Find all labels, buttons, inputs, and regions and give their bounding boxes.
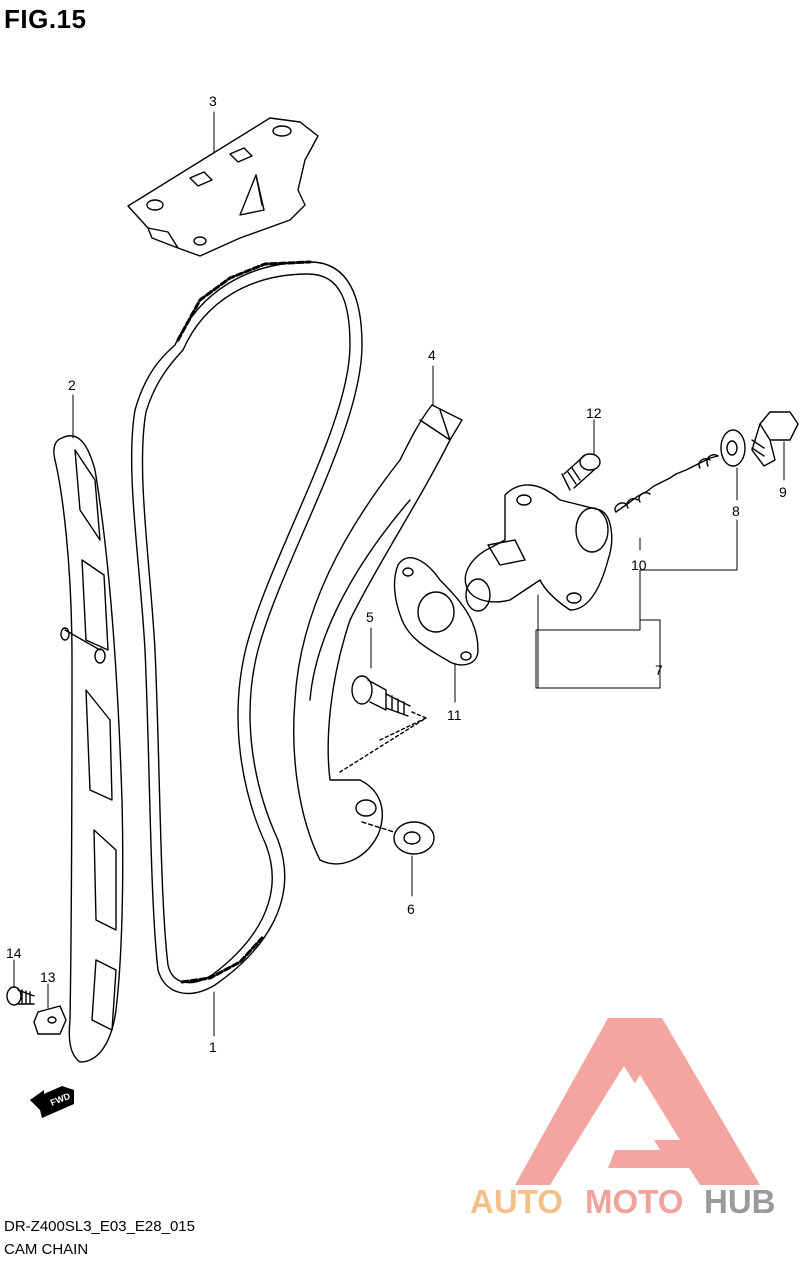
callout-6: 6 bbox=[407, 901, 415, 917]
callout-4: 4 bbox=[428, 347, 436, 363]
watermark-moto: MOTO bbox=[585, 1183, 683, 1220]
callout-12: 12 bbox=[586, 405, 602, 421]
washer-8 bbox=[720, 429, 746, 467]
figure-code: DR-Z400SL3_E03_E28_015 bbox=[4, 1218, 195, 1235]
bolt-5 bbox=[339, 675, 427, 773]
spring-10 bbox=[614, 454, 719, 513]
callout-1: 1 bbox=[209, 1039, 217, 1055]
tensioner-body bbox=[464, 484, 613, 612]
callout-2: 2 bbox=[68, 377, 76, 393]
callout-10: 10 bbox=[631, 557, 647, 573]
leader-lines bbox=[13, 111, 785, 1037]
cap-bolt-9 bbox=[751, 411, 799, 467]
figure-name: CAM CHAIN bbox=[4, 1241, 89, 1258]
gasket-11 bbox=[393, 557, 479, 666]
watermark-auto: AUTO bbox=[470, 1183, 563, 1220]
watermark-hub: HUB bbox=[704, 1183, 776, 1220]
bolt-14 bbox=[6, 986, 35, 1006]
callout-5: 5 bbox=[366, 609, 374, 625]
fwd-arrow: FWD bbox=[30, 1086, 74, 1118]
callout-8: 8 bbox=[732, 503, 740, 519]
callout-13: 13 bbox=[40, 969, 56, 985]
washer-6 bbox=[361, 821, 435, 855]
figure-title: FIG.15 bbox=[4, 4, 87, 34]
callout-9: 9 bbox=[779, 484, 787, 500]
callout-14: 14 bbox=[6, 945, 22, 961]
cam-chain bbox=[130, 260, 363, 995]
callout-3: 3 bbox=[209, 93, 217, 109]
callout-11: 11 bbox=[447, 707, 462, 723]
watermark-logo bbox=[515, 1018, 760, 1185]
chain-guide-top bbox=[127, 117, 319, 257]
plate-13 bbox=[33, 1005, 67, 1035]
tensioner-arm bbox=[293, 404, 463, 865]
callout-7: 7 bbox=[655, 662, 663, 678]
bolt-12 bbox=[561, 453, 601, 491]
chain-guide-front bbox=[53, 435, 124, 1063]
